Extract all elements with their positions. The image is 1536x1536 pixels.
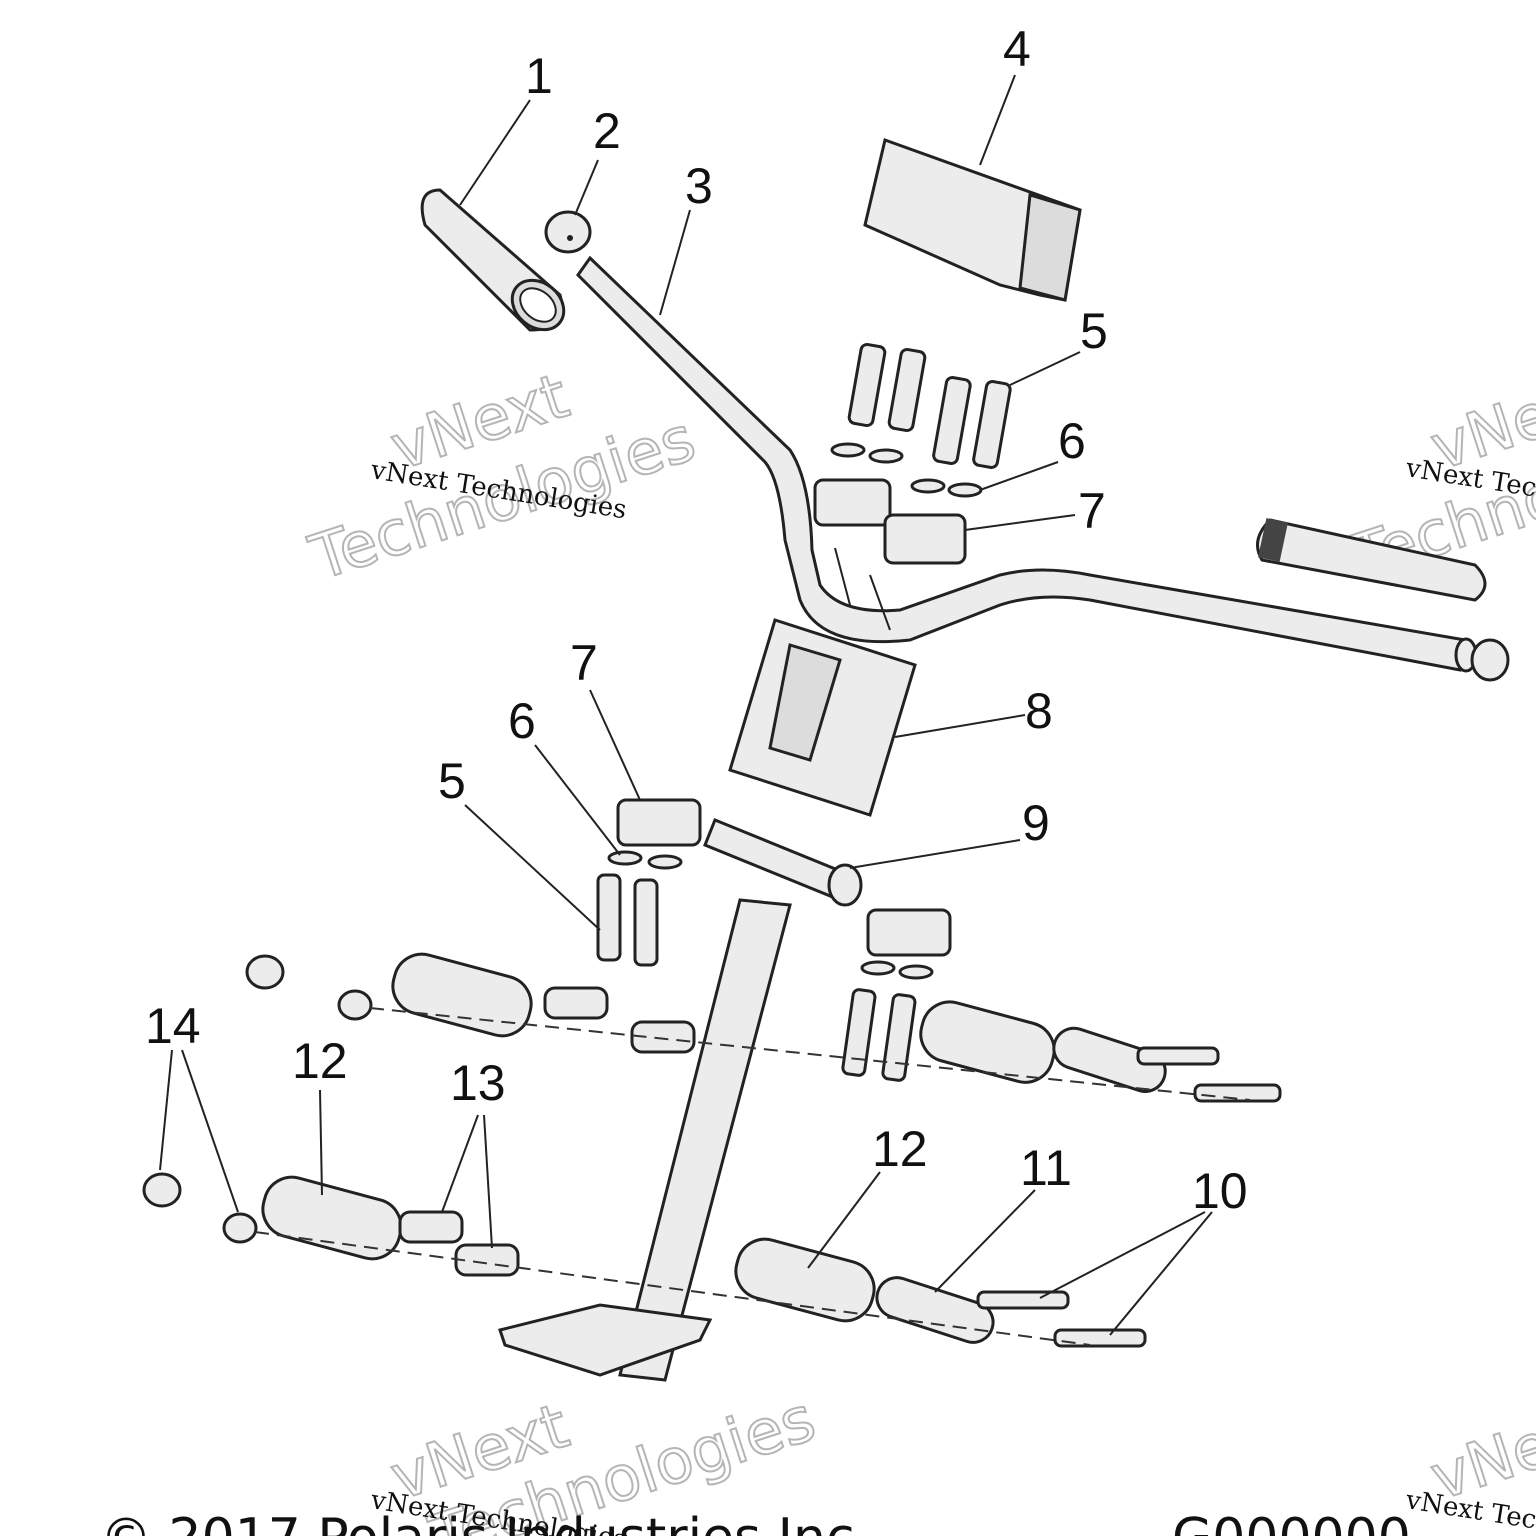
part-link-set-lower	[142, 1172, 1147, 1348]
callout-3: 3	[685, 158, 713, 214]
callout-12-right: 12	[872, 1121, 928, 1177]
part-bolts-upper	[847, 342, 1012, 469]
callout-7-lower: 7	[570, 635, 598, 691]
footer-code: G000000	[1172, 1508, 1411, 1536]
part-bar-plug-right	[1470, 638, 1510, 682]
callout-8: 8	[1025, 683, 1053, 739]
callout-1: 1	[525, 48, 553, 104]
leader-lines	[159, 74, 1213, 1336]
part-bar-plug-left	[544, 210, 592, 254]
callout-5-upper: 5	[1080, 303, 1108, 359]
part-link-set-upper	[245, 952, 1282, 1103]
part-grip-left	[420, 188, 566, 332]
part-handlebar	[576, 255, 1478, 673]
part-washers-lower-left	[607, 850, 683, 870]
part-grip-right	[1256, 518, 1487, 602]
part-clamp-mid-right	[841, 908, 952, 1082]
callout-9: 9	[1022, 795, 1050, 851]
callout-5-lower: 5	[438, 753, 466, 809]
callout-11: 11	[1020, 1140, 1072, 1196]
footer: © 2017 Polaris Industries Inc. G000000	[100, 1508, 1411, 1536]
callout-4: 4	[1003, 21, 1031, 77]
part-riser-block	[728, 618, 917, 817]
part-steering-post	[498, 818, 863, 1382]
callout-10: 10	[1192, 1163, 1248, 1219]
callout-14: 14	[145, 998, 201, 1054]
part-clamps-upper	[813, 478, 967, 565]
part-clamp-lower-left	[616, 798, 702, 847]
callout-13: 13	[450, 1055, 506, 1111]
callout-6-lower: 6	[508, 693, 536, 749]
part-handlebar-pad	[863, 138, 1082, 302]
part-washers-upper	[830, 442, 983, 498]
callout-labels: 1 2 3 4 5 6 7 7 8 6 5 9 14 12 13 12 11 1…	[145, 21, 1248, 1219]
footer-copyright: © 2017 Polaris Industries Inc.	[100, 1508, 871, 1536]
part-bolts-lower-left	[596, 873, 659, 967]
callout-2: 2	[593, 103, 621, 159]
callout-7-upper: 7	[1078, 483, 1106, 539]
callout-6-upper: 6	[1058, 413, 1086, 469]
callout-12-left: 12	[292, 1033, 348, 1089]
